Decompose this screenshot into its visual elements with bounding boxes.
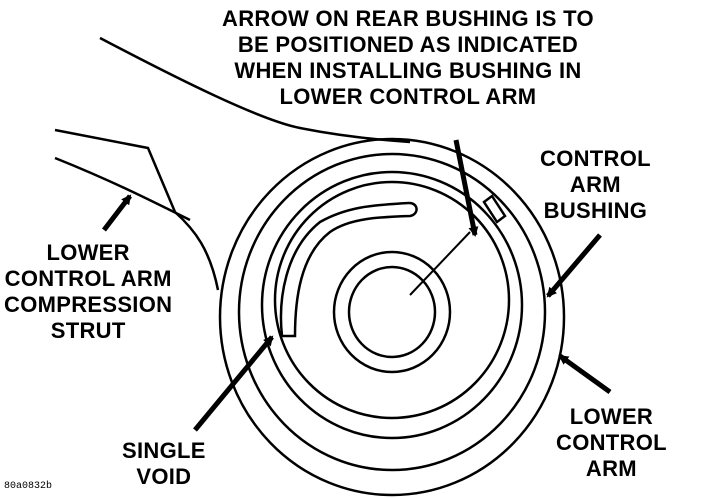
lower-arm-leader (558, 353, 612, 395)
compression-strut-leader (102, 194, 132, 232)
arm-label-line-2: CONTROL (556, 430, 667, 455)
bushing-label-line-3: BUSHING (543, 198, 648, 223)
arm-label-line-1: LOWER (569, 404, 654, 429)
bushing-label-line-1: CONTROL (540, 146, 651, 171)
control-arm-bushing-label: CONTROL ARM BUSHING (540, 146, 651, 224)
center-sleeve-inner (347, 265, 437, 359)
strut-label-line-3: COMPRESSION (4, 292, 173, 317)
strut-label-line-4: STRUT (50, 318, 126, 343)
void-label-line-1: SINGLE (122, 438, 206, 463)
strut-label-line-1: LOWER (46, 240, 130, 265)
bushing-inner-ring (273, 180, 511, 420)
bushing-leader (546, 233, 602, 298)
index-pointer-line (409, 231, 471, 296)
arrow-note-line-4: LOWER CONTROL ARM (279, 84, 537, 109)
arrow-note-line-1: ARROW ON REAR BUSHING IS TO (222, 6, 594, 31)
arrow-note-line-2: BE POSITIONED AS INDICATED (237, 32, 579, 57)
index-marker (482, 194, 507, 224)
single-void-leader (193, 335, 274, 432)
arm-label-line-3: ARM (585, 456, 637, 481)
bushing-middle-ring (260, 170, 524, 440)
lower-control-arm-outline (218, 137, 566, 497)
arrow-note-label: ARROW ON REAR BUSHING IS TO BE POSITIONE… (222, 6, 594, 110)
single-void-slot (279, 201, 418, 338)
figure-code: 80a0832b (4, 481, 53, 492)
arrow-note-leader (453, 139, 479, 237)
bushing-label-line-2: ARM (569, 172, 621, 197)
center-sleeve-outer (332, 250, 452, 374)
arrow-note-line-3: WHEN INSTALLING BUSHING IN (234, 58, 582, 83)
strut-label-line-2: CONTROL ARM (4, 266, 172, 291)
single-void-label: SINGLE VOID (122, 438, 206, 490)
lower-control-arm-label: LOWER CONTROL ARM (556, 404, 667, 482)
void-label-line-2: VOID (136, 464, 192, 489)
strut-body-edge (54, 156, 191, 222)
bushing-outer-ring (237, 152, 547, 472)
compression-strut-label: LOWER CONTROL ARM COMPRESSION STRUT (4, 240, 172, 344)
